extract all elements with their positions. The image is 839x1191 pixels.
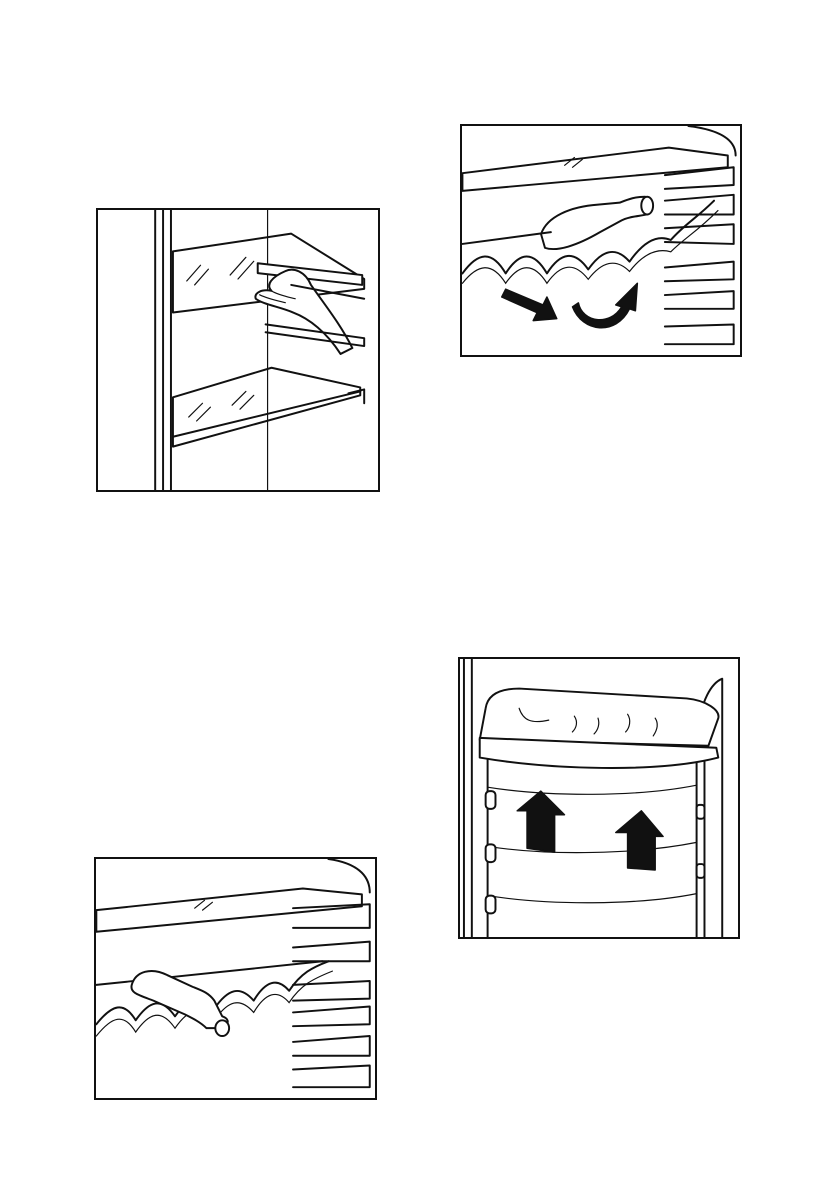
bottle-rack-illustration	[94, 857, 377, 1100]
door-shelf-removal-illustration	[458, 657, 740, 939]
hand-lifting-glass-shelf-icon	[98, 210, 378, 490]
shelf-removal-illustration	[96, 208, 380, 492]
bottle-rack-with-arrows-icon	[462, 126, 740, 355]
bottle-rack-removal-illustration	[460, 124, 742, 357]
bottle-rack-with-bottle-icon	[96, 859, 375, 1098]
door-balcony-with-up-arrows-icon	[460, 659, 738, 937]
